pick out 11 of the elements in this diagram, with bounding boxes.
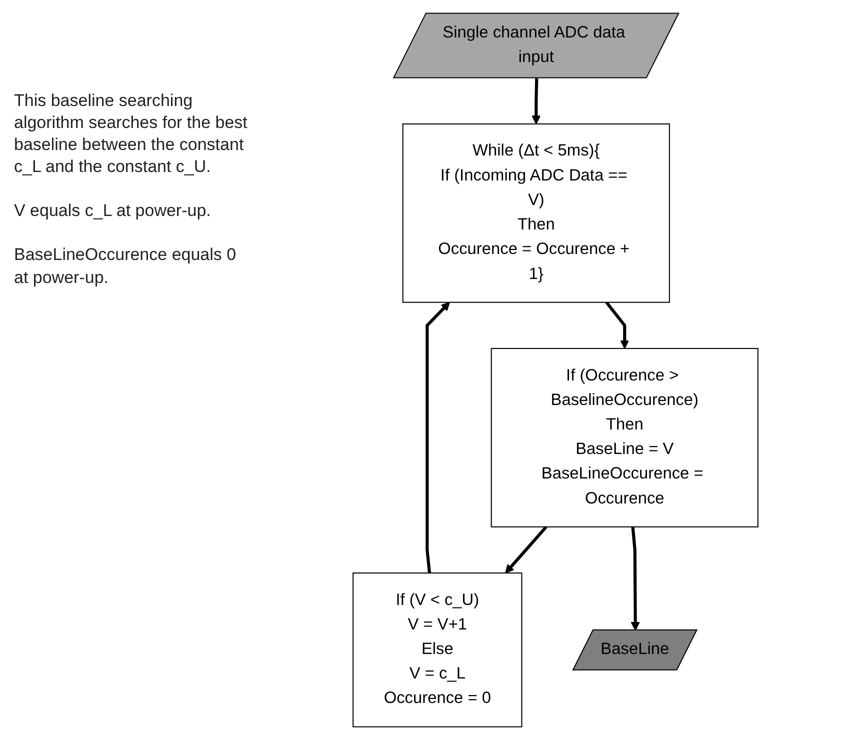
note-text: BaseLineOccurence equals 0 at power-up. — [14, 244, 238, 289]
arrow — [605, 301, 630, 349]
arrow — [505, 526, 548, 574]
arrow — [532, 78, 541, 124]
node-box: While (Δt < 5ms){ If (Incoming ADC Data == V) Then Occurence = Occurence + 1} — [402, 123, 670, 303]
note-text: This baseline searching algorithm searches for the best baseline between the constant c_L and the constant c_U. — [14, 90, 248, 178]
arrow — [630, 526, 640, 631]
note-text: V equals c_L at power-up. — [14, 200, 212, 222]
arrow — [426, 302, 450, 574]
node-box: If (Occurence > BaselineOccurence) Then BaseLine = V BaseLineOccurence = Occurence — [490, 348, 758, 528]
node-box: If (V < c_U) V = V+1 Else V = c_L Occurence = 0 — [352, 572, 522, 728]
